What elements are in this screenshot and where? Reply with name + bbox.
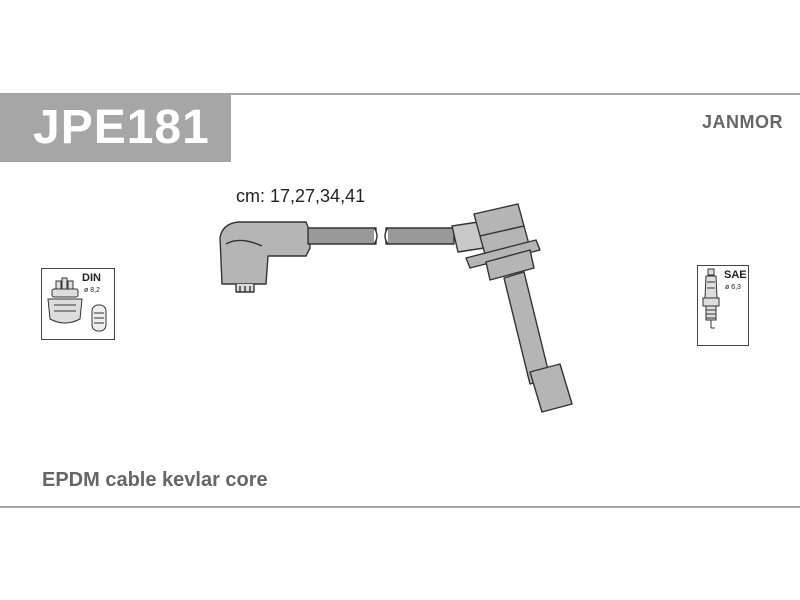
sae-label: SAE [724, 269, 747, 281]
coil-boot-stem [503, 271, 551, 385]
din-connector-box: DIN ø 8,2 [41, 268, 115, 340]
cable-lengths-label: cm: 17,27,34,41 [236, 186, 366, 206]
din-label: DIN [82, 272, 101, 284]
footer-rule [0, 506, 800, 508]
cable-segment-right [385, 227, 455, 245]
product-code-band [0, 93, 231, 162]
cable-segment-left [307, 227, 377, 245]
header-rule [231, 93, 800, 95]
sae-diameter: ø 6,3 [725, 284, 741, 291]
din-diameter: ø 8,2 [84, 287, 100, 294]
distributor-boot [219, 221, 311, 285]
distributor-cap-icon [47, 277, 107, 332]
brand-name: JANMOR [701, 112, 783, 132]
product-code: JPE181 [33, 101, 210, 154]
spark-plug-icon [702, 268, 720, 329]
cable-description: EPDM cable kevlar core [42, 469, 268, 491]
sae-connector-box: SAE ø 6,3 [697, 265, 749, 346]
